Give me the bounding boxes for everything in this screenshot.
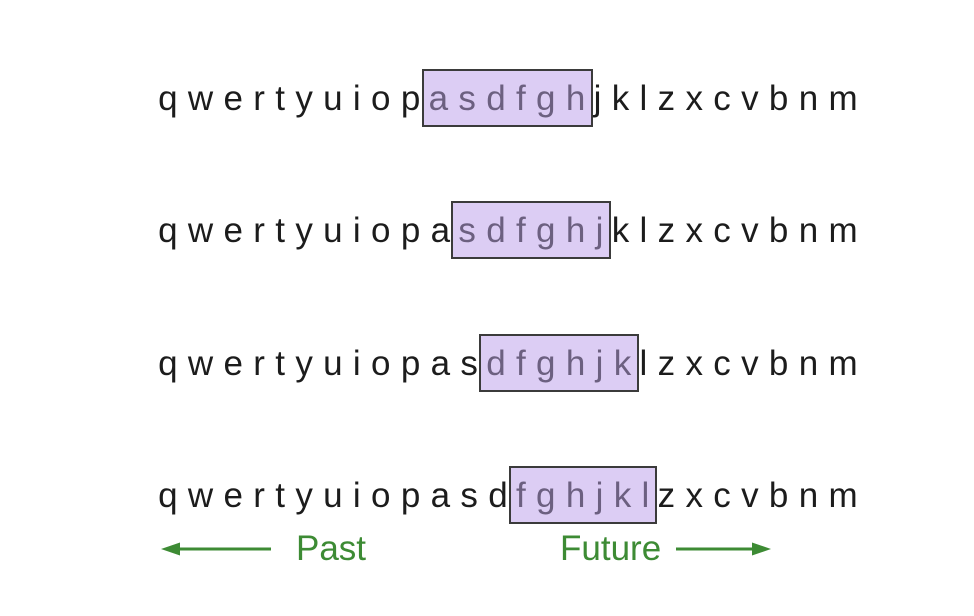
sliding-window-box: a s d f g h [422,79,593,118]
past-arrow-icon [160,541,273,562]
future-arrow-icon [674,541,772,562]
row-after-text: z x c v b n m [657,476,858,515]
future-label: Future [560,529,662,568]
sliding-window-box: f g h j k l [509,476,657,515]
row-before-text: q w e r t y u i o p a s [158,344,479,383]
row-before-text: q w e r t y u i o p a [158,211,451,250]
row-after-text: k l z x c v b n m [611,211,858,250]
row-before-text: q w e r t y u i o p a s d [158,476,508,515]
sliding-window-box: d f g h j k [479,344,638,383]
row-after-text: j k l z x c v b n m [593,79,858,118]
row-after-text: l z x c v b n m [639,344,858,383]
past-label: Past [296,529,367,568]
row-before-text: q w e r t y u i o p [158,79,421,118]
sliding-window-box: s d f g h j [451,211,610,250]
